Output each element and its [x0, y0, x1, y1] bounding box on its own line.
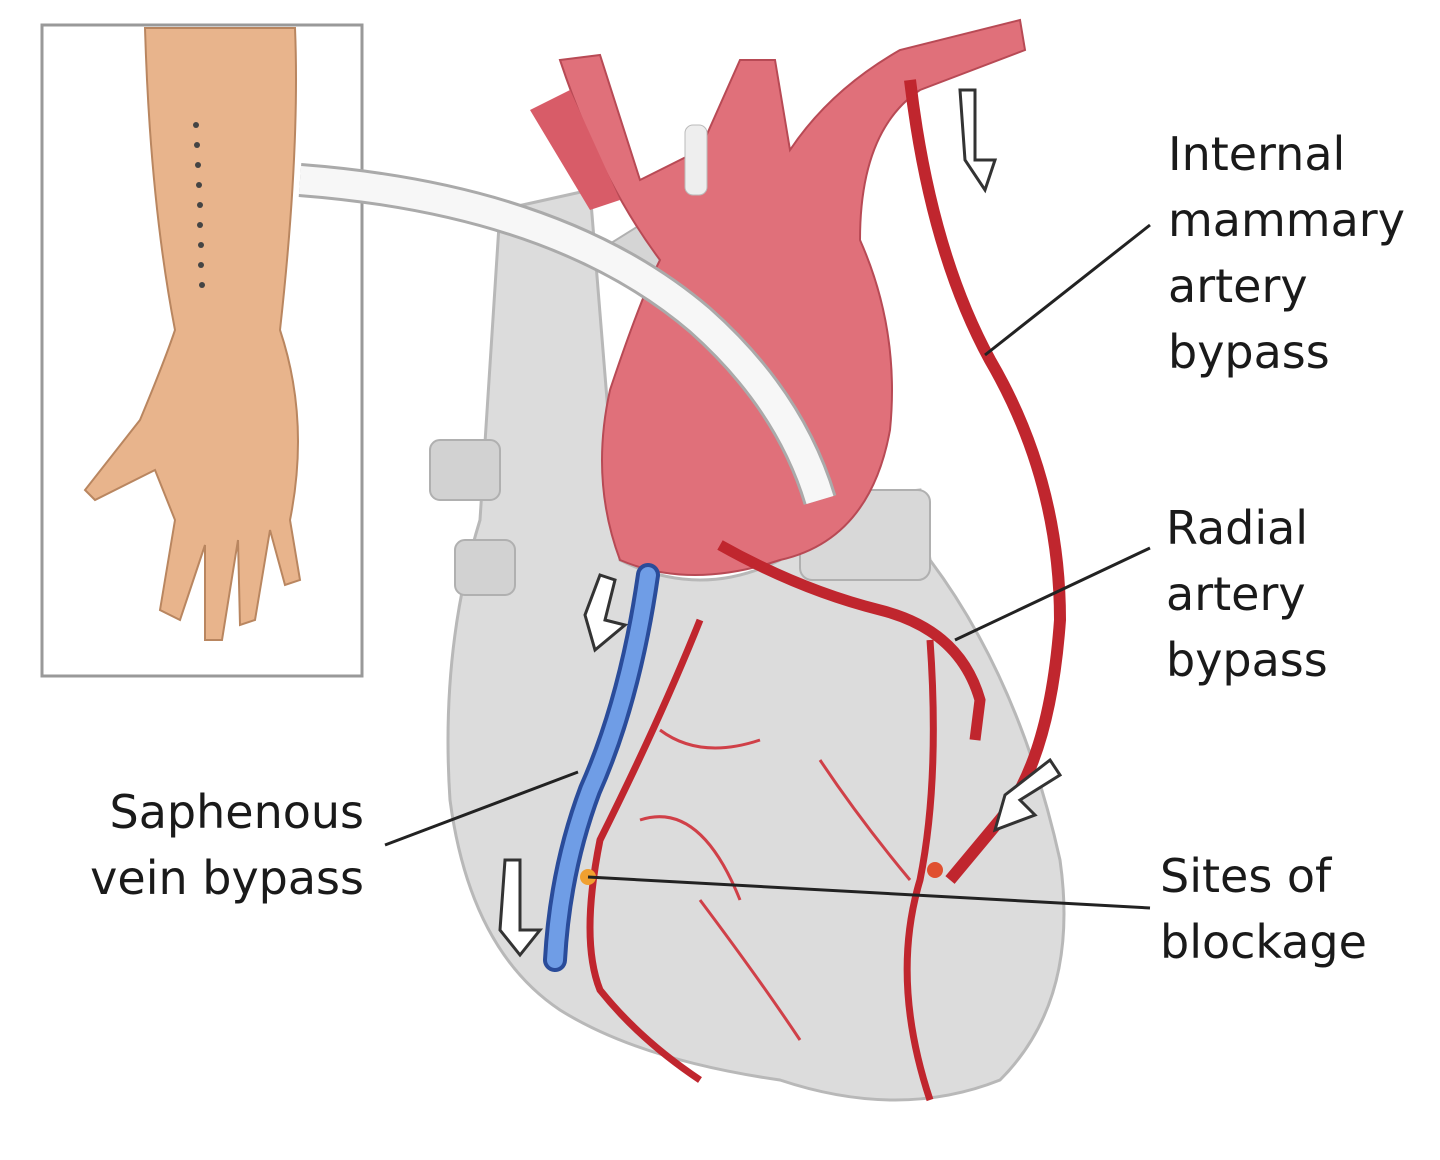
label-internal-mammary-line-4: bypass: [1168, 325, 1330, 379]
flow-arrow-icon: [583, 573, 629, 653]
incision-marks: [193, 122, 205, 288]
pulmonary-vein: [429, 439, 501, 501]
internal-mammary-artery: [904, 79, 1067, 884]
label-saphenous-line-1: Saphenous: [109, 785, 364, 839]
leader-line-saphenous: [384, 770, 579, 847]
saphenous-vein: [547, 567, 656, 968]
right-coronary-artery: [586, 618, 704, 1083]
left-coronary-artery: [903, 639, 937, 1102]
blockage-marker: [927, 862, 943, 878]
label-internal-mammary-line-1: Internal: [1168, 127, 1346, 181]
aortic-branch: [530, 90, 620, 210]
pulmonary-vein: [454, 539, 516, 596]
label-internal-mammary-line-2: mammary: [1168, 193, 1405, 247]
leader-line-internal-mammary: [984, 223, 1151, 357]
radial-graft: [298, 166, 834, 505]
heart: [446, 188, 1066, 1102]
leader-line-radial: [954, 546, 1151, 642]
leader-line-blockage: [587, 875, 1151, 910]
forearm-hand: [83, 27, 302, 641]
coronary-branches: [639, 728, 912, 1041]
label-radial-line-1: Radial: [1166, 501, 1309, 555]
label-internal-mammary-line-3: artery: [1168, 259, 1308, 313]
label-blockage-line-1: Sites of: [1160, 849, 1332, 903]
label-saphenous-line-2: vein bypass: [90, 851, 364, 905]
flow-arrow-icon: [958, 88, 998, 194]
radial-artery: [717, 540, 986, 741]
label-radial-line-3: bypass: [1166, 633, 1328, 687]
label-radial-line-2: artery: [1166, 567, 1306, 621]
flow-arrow-icon: [992, 757, 1063, 833]
vessel-stub: [684, 124, 708, 196]
flow-arrow-icon: [498, 858, 544, 958]
forearm-inset: [40, 23, 364, 678]
label-blockage-line-2: blockage: [1160, 915, 1367, 969]
